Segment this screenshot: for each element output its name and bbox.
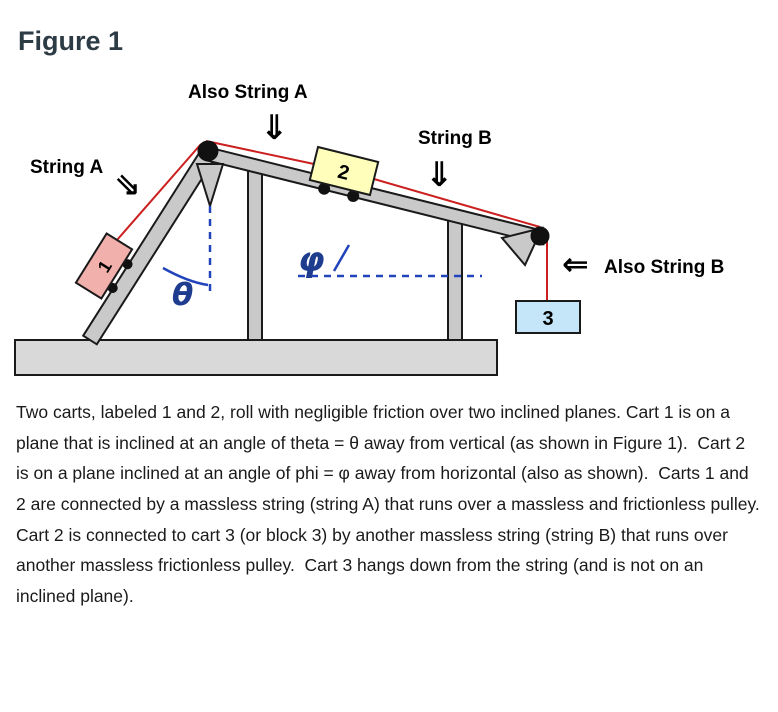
block-3-label: 3 — [542, 308, 553, 330]
cart-1-body — [74, 232, 134, 300]
theta-label: θ — [172, 277, 193, 313]
problem-description: Two carts, labeled 1 and 2, roll with ne… — [16, 402, 770, 606]
also-string-b-label: Also String B — [604, 257, 724, 278]
ground — [14, 339, 498, 376]
apex-bracket — [195, 163, 225, 210]
string-a-label: String A — [30, 157, 103, 178]
page-title: Figure 1 — [18, 26, 124, 56]
string-a-segment-cart1 — [116, 143, 202, 241]
right-pulley — [530, 226, 550, 246]
cart-2-wheel-left — [318, 182, 331, 195]
cart-2: 2 — [308, 145, 380, 202]
figure-diagram: θ φ 1 2 3 String A ⇘ — [14, 82, 724, 376]
phi-angle-ray — [332, 244, 351, 272]
string-a-arrow-icon: ⇘ — [114, 165, 141, 203]
support-post-right — [447, 219, 463, 341]
string-b-arrow-icon: ⇓ — [425, 155, 454, 195]
also-string-b-arrow-icon: ⇐ — [562, 245, 589, 283]
string-b-segment-cart2 — [373, 178, 541, 228]
support-post-left — [247, 169, 263, 341]
cart-2-label: 2 — [335, 161, 351, 185]
cart-2-wheel-right — [347, 189, 360, 202]
apex-pulley — [197, 140, 219, 162]
cart-2-body — [308, 145, 380, 197]
also-string-a-arrow-icon: ⇓ — [260, 108, 289, 148]
block-3-body — [515, 300, 581, 334]
theta-angle-arc — [162, 266, 209, 287]
also-string-a-label: Also String A — [188, 82, 308, 103]
string-b-label: String B — [418, 128, 492, 149]
cart-1: 1 — [74, 232, 134, 300]
phi-label: φ — [298, 240, 325, 280]
string-a-segment-cart2 — [205, 140, 315, 165]
